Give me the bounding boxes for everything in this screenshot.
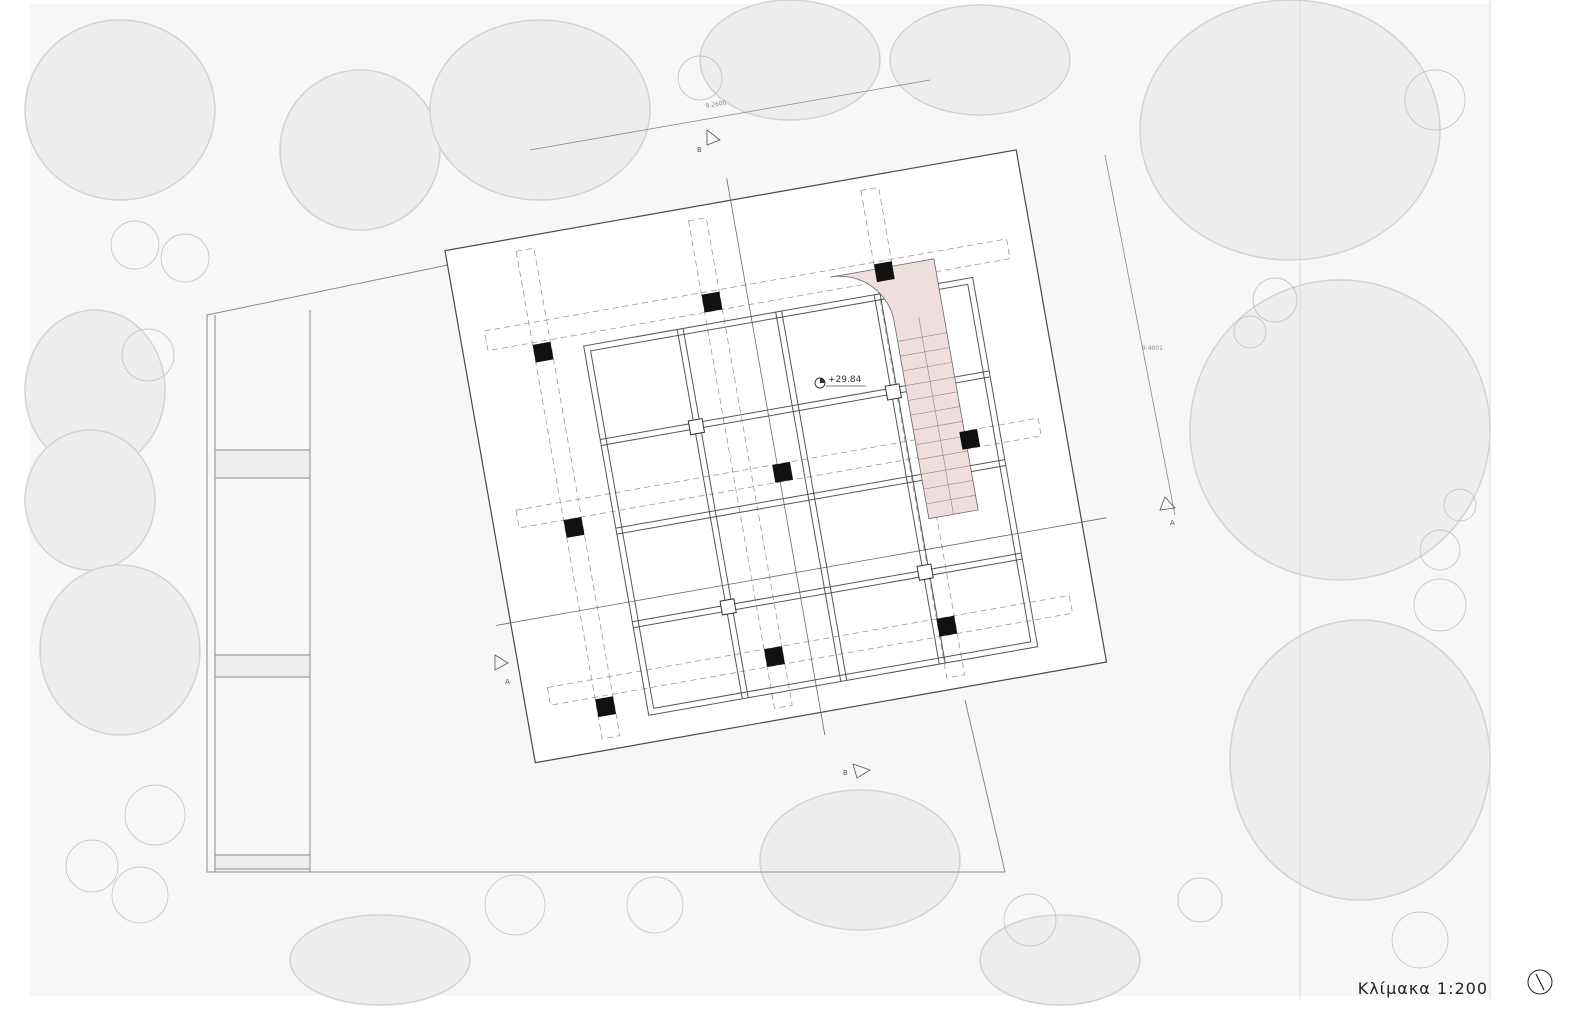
tree-canopy xyxy=(889,4,1071,116)
tree-canopy xyxy=(1229,619,1491,901)
shrub xyxy=(484,874,546,936)
columns xyxy=(532,261,981,718)
tree-canopy xyxy=(279,69,441,231)
column xyxy=(873,261,895,283)
tree-canopy xyxy=(429,19,651,201)
column xyxy=(532,341,554,363)
shrub xyxy=(1003,893,1057,947)
dimension-lines xyxy=(529,79,1176,516)
shrub xyxy=(1391,911,1449,969)
shrub xyxy=(1252,277,1298,323)
shrub xyxy=(124,784,186,846)
shrubs xyxy=(65,55,1477,969)
scale-label: Κλίμακα 1:200 xyxy=(1357,979,1488,998)
tree-canopy xyxy=(699,0,881,121)
section-mark-a-right: A xyxy=(1170,519,1175,527)
north-arrow-icon xyxy=(1527,969,1553,995)
structural-frame xyxy=(583,276,1039,716)
tree-canopy xyxy=(759,789,961,931)
section-mark-b-bottom: B xyxy=(843,769,848,777)
shrub xyxy=(1233,315,1267,349)
column xyxy=(959,428,981,450)
shrub xyxy=(110,220,160,270)
column xyxy=(772,461,794,483)
tree-canopy xyxy=(24,429,156,571)
shrub xyxy=(626,876,684,934)
stair xyxy=(830,258,979,520)
shrub xyxy=(1419,529,1461,571)
shrub xyxy=(1404,69,1466,131)
hollow-columns xyxy=(687,383,934,616)
shrub xyxy=(65,839,119,893)
section-lines xyxy=(495,178,1107,736)
tree-canopies xyxy=(24,0,1491,1006)
dimension-label-right: 9.4001 xyxy=(1142,345,1163,352)
tree-canopy xyxy=(39,564,201,736)
building xyxy=(444,149,1108,764)
column xyxy=(563,516,585,538)
column xyxy=(595,696,617,718)
shrub xyxy=(677,55,723,101)
tree-canopy xyxy=(289,914,471,1006)
section-markers xyxy=(494,129,1176,779)
tree-canopy xyxy=(1189,279,1491,581)
shrub xyxy=(1177,877,1223,923)
shrub xyxy=(1443,488,1477,522)
elevation-label: +29.84 xyxy=(828,375,862,385)
column xyxy=(764,646,785,667)
site-boundary xyxy=(206,0,1491,1000)
shrub xyxy=(121,328,175,382)
section-mark-b-top: B xyxy=(697,146,702,154)
tree-canopy xyxy=(24,19,216,201)
elevation-marker: +29.84 xyxy=(814,375,866,389)
shrub xyxy=(160,233,210,283)
tree-canopy xyxy=(979,914,1141,1006)
shrub xyxy=(111,866,169,924)
column xyxy=(701,291,723,313)
section-mark-a-left: A xyxy=(505,678,510,686)
tree-canopy xyxy=(1139,0,1441,261)
column xyxy=(936,615,958,637)
shrub xyxy=(1413,578,1467,632)
dimension-label-top: 9.2600 xyxy=(705,99,727,110)
